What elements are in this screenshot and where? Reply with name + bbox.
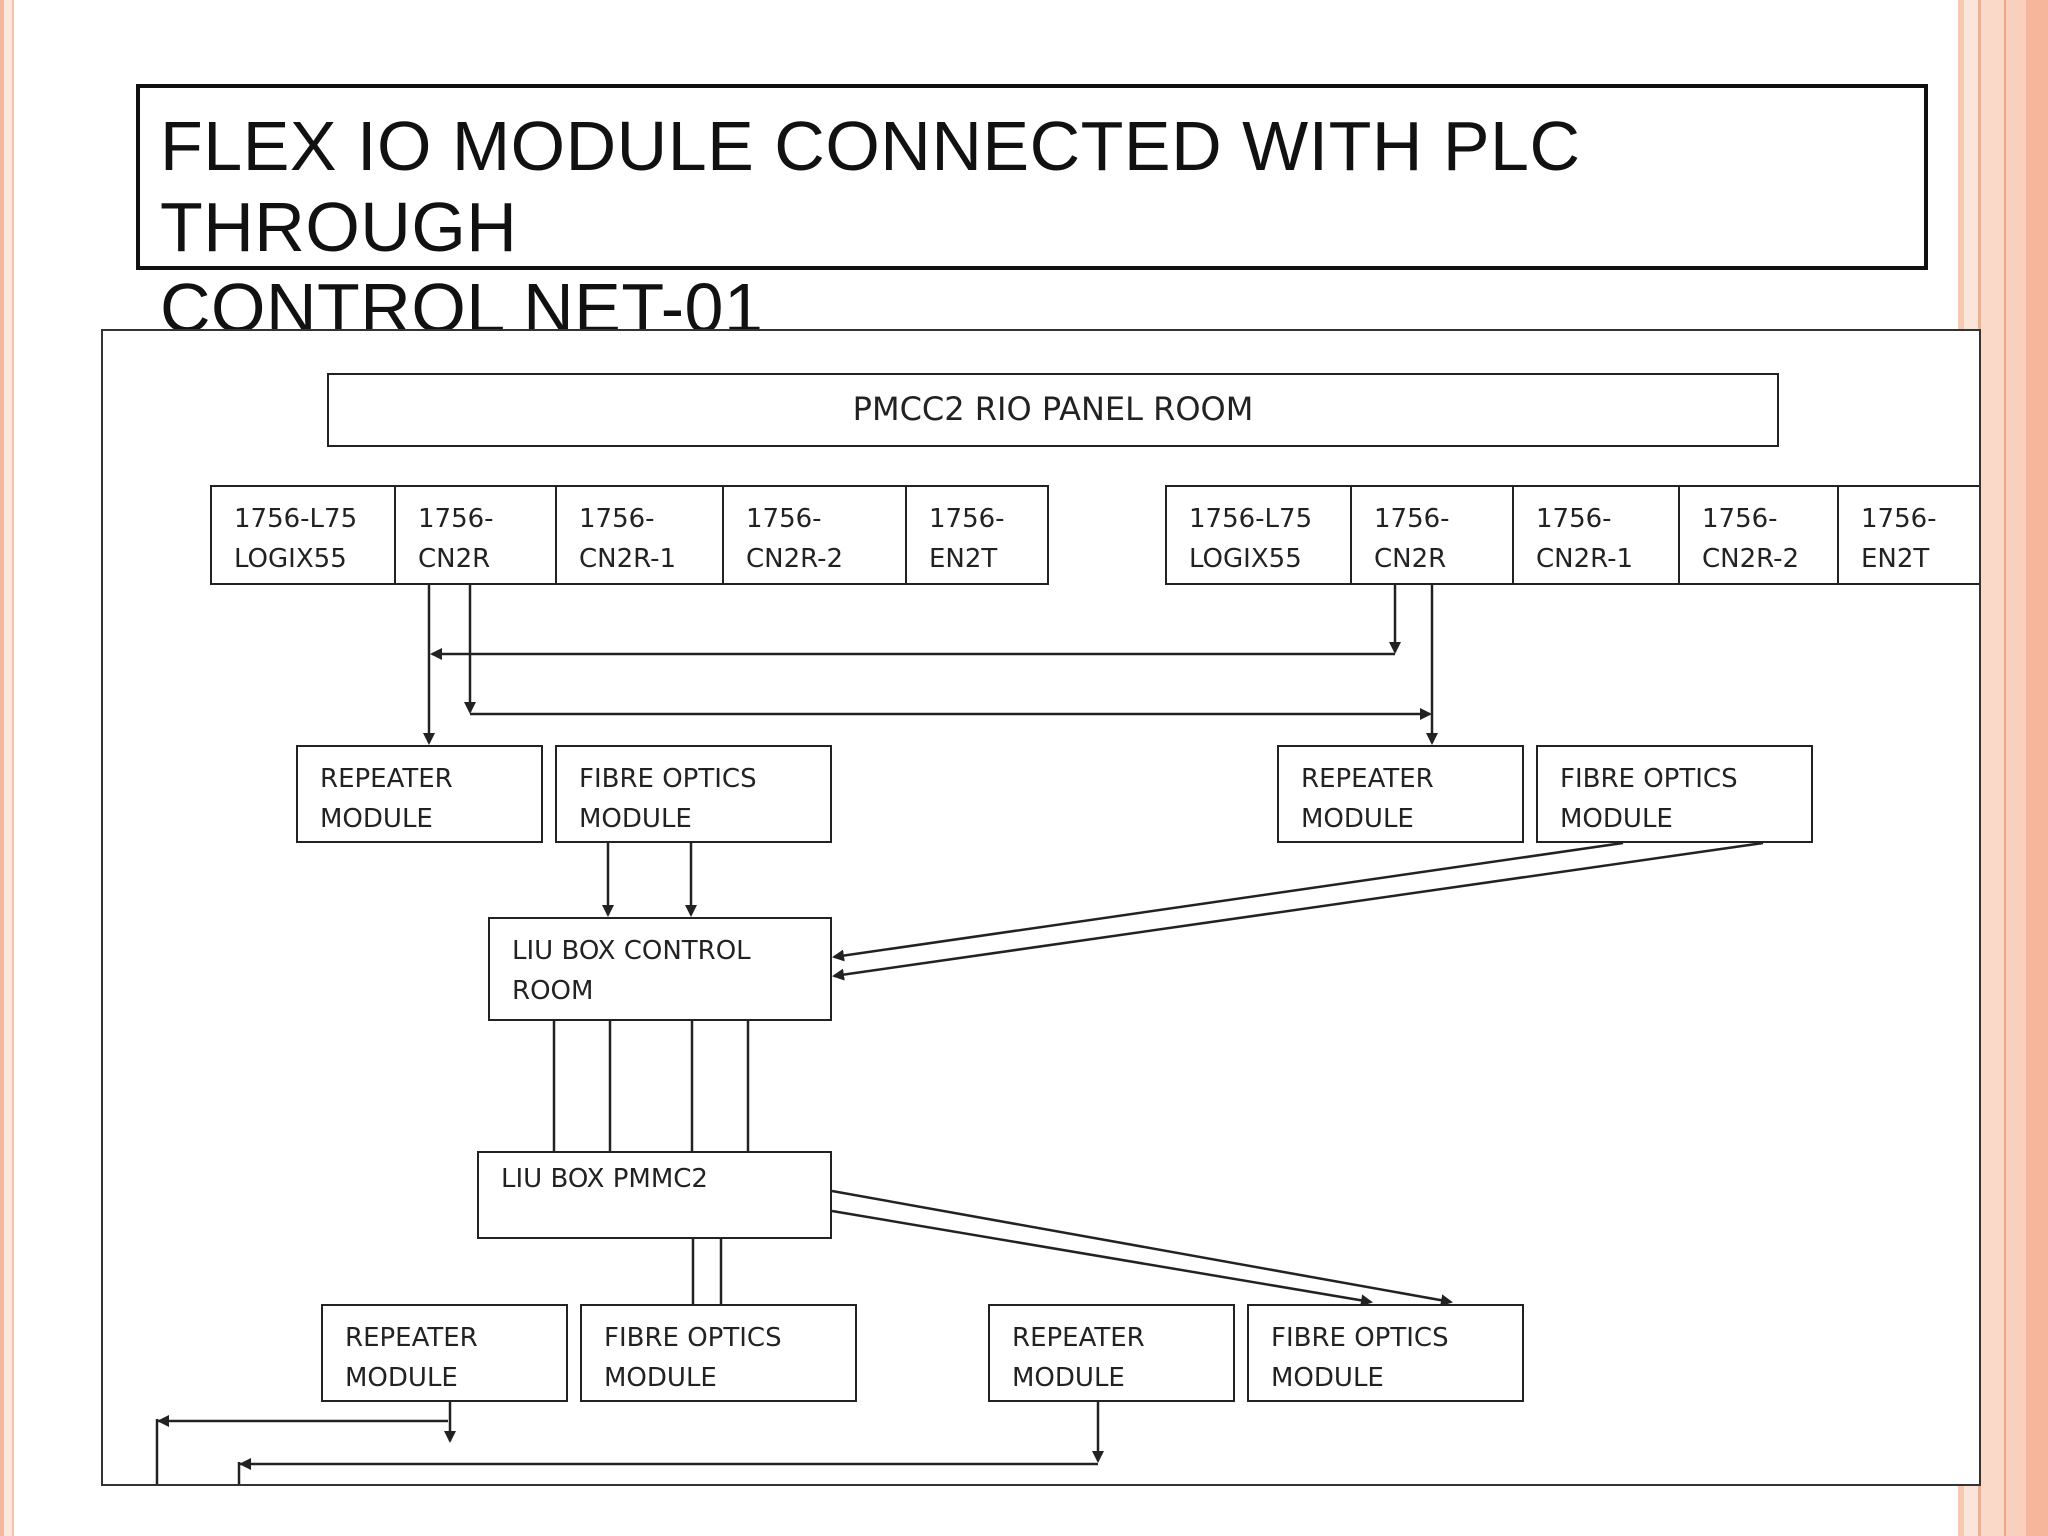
rack-right-slot-5-line1: 1756- [1861, 504, 1937, 534]
rack-right-slot-2-line1: 1756- [1374, 504, 1450, 534]
rack-right-slot-3-line1: 1756- [1536, 504, 1612, 534]
rack-left-slot-3: 1756- CN2R-1 [555, 485, 724, 585]
repeater-module-bottom-left: REPEATER MODULE [321, 1304, 568, 1402]
fibre-optics-module-bottom-left: FIBRE OPTICS MODULE [580, 1304, 857, 1402]
panel-room-header: PMCC2 RIO PANEL ROOM [327, 373, 1779, 447]
rack-left-slot-4-line1: 1756- [746, 504, 822, 534]
repeater-module-top-left-line1: REPEATER [320, 764, 453, 794]
repeater-module-bottom-left-line2: MODULE [345, 1363, 458, 1393]
fibre-optics-module-top-right: FIBRE OPTICS MODULE [1536, 745, 1813, 843]
wire-pmmc2-to-fibre-right-2 [831, 1209, 1373, 1307]
rack-left-slot-1-line1: 1756-L75 [234, 504, 358, 534]
slide-border-left [0, 0, 22, 1536]
arrowhead-bottom-bus-1 [157, 1415, 169, 1427]
repeater-module-bottom-right-line2: MODULE [1012, 1363, 1125, 1393]
fibre-optics-module-bottom-right-line2: MODULE [1271, 1363, 1384, 1393]
repeater-module-top-right-line2: MODULE [1301, 804, 1414, 834]
repeater-module-top-left-line2: MODULE [320, 804, 433, 834]
slide-title-line-1: FLEX IO MODULE CONNECTED WITH PLC THROUG… [160, 107, 1581, 266]
repeater-module-top-left: REPEATER MODULE [296, 745, 543, 843]
rack-left-slot-3-line1: 1756- [579, 504, 655, 534]
rack-right-slot-2: 1756- CN2R [1350, 485, 1514, 585]
rack-left-slot-4-line2: CN2R-2 [746, 544, 844, 574]
rack-right-slot-4-line2: CN2R-2 [1702, 544, 1800, 574]
rack-right-slot-2-line2: CN2R [1374, 544, 1447, 574]
panel-room-header-label: PMCC2 RIO PANEL ROOM [852, 390, 1254, 428]
fibre-optics-module-top-left-line1: FIBRE OPTICS [579, 764, 757, 794]
title-box: FLEX IO MODULE CONNECTED WITH PLC THROUG… [136, 84, 1928, 347]
fibre-optics-module-top-left-line2: MODULE [579, 804, 692, 834]
rack-right-slot-4-line1: 1756- [1702, 504, 1778, 534]
liu-box-control-room-line2: ROOM [512, 976, 594, 1006]
fibre-optics-module-bottom-right-line1: FIBRE OPTICS [1271, 1323, 1449, 1353]
connector-wires [155, 585, 1764, 1484]
arrowhead-bottom-bus-2 [239, 1458, 251, 1470]
repeater-module-bottom-right-line1: REPEATER [1012, 1323, 1145, 1353]
fibre-optics-module-bottom-right: FIBRE OPTICS MODULE [1247, 1304, 1524, 1402]
repeater-module-top-right-line1: REPEATER [1301, 764, 1434, 794]
rack-left-slot-5-line1: 1756- [929, 504, 1005, 534]
rack-right-slot-1-line1: 1756-L75 [1189, 504, 1313, 534]
wire-pmmc2-to-fibre-right-1 [831, 1189, 1453, 1307]
rack-right-slot-3: 1756- CN2R-1 [1512, 485, 1680, 585]
rack-left-slot-2-line1: 1756- [418, 504, 494, 534]
rack-left-slot-1-line2: LOGIX55 [234, 544, 347, 574]
fibre-optics-module-top-left: FIBRE OPTICS MODULE [555, 745, 832, 843]
wire-fibre-right-to-liu-1 [832, 841, 1624, 962]
fibre-optics-module-top-right-line2: MODULE [1560, 804, 1673, 834]
rack-right-slot-1-line2: LOGIX55 [1189, 544, 1302, 574]
liu-box-control-room-line1: LIU BOX CONTROL [512, 936, 751, 966]
liu-box-control-room: LIU BOX CONTROL ROOM [488, 917, 832, 1021]
fibre-optics-module-bottom-left-line2: MODULE [604, 1363, 717, 1393]
rack-left-slot-5: 1756- EN2T [905, 485, 1049, 585]
repeater-module-top-right: REPEATER MODULE [1277, 745, 1524, 843]
rack-left-slot-4: 1756- CN2R-2 [722, 485, 907, 585]
rack-right-slot-4: 1756- CN2R-2 [1678, 485, 1839, 585]
liu-box-pmmc2: LIU BOX PMMC2 [477, 1151, 832, 1239]
rack-left-slot-2: 1756- CN2R [394, 485, 557, 585]
fibre-optics-module-top-right-line1: FIBRE OPTICS [1560, 764, 1738, 794]
repeater-module-bottom-left-line1: REPEATER [345, 1323, 478, 1353]
rack-left-slot-3-line2: CN2R-1 [579, 544, 677, 574]
repeater-module-bottom-right: REPEATER MODULE [988, 1304, 1235, 1402]
rack-left-slot-5-line2: EN2T [929, 544, 998, 574]
rack-right-slot-5: 1756- EN2T [1837, 485, 1979, 585]
slide-title: FLEX IO MODULE CONNECTED WITH PLC THROUG… [160, 106, 1904, 349]
rack-right-slot-3-line2: CN2R-1 [1536, 544, 1634, 574]
wire-fibre-right-to-liu-2 [832, 841, 1764, 981]
fibre-optics-module-bottom-left-line1: FIBRE OPTICS [604, 1323, 782, 1353]
liu-box-pmmc2-label: LIU BOX PMMC2 [501, 1164, 708, 1194]
rack-left-slot-2-line2: CN2R [418, 544, 491, 574]
rack-right-slot-5-line2: EN2T [1861, 544, 1930, 574]
